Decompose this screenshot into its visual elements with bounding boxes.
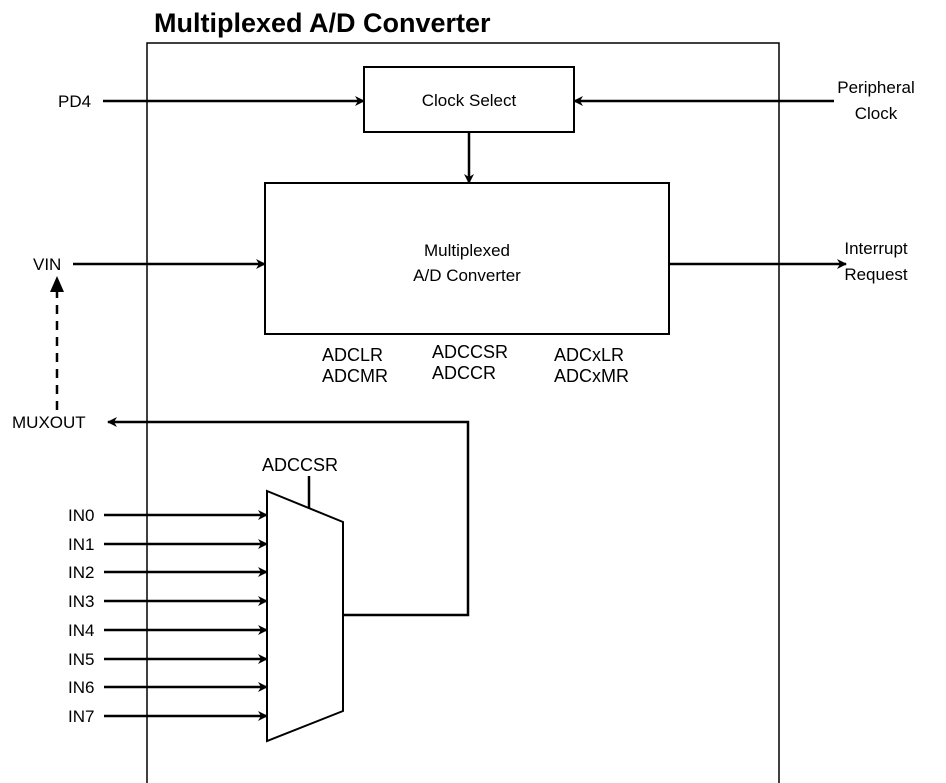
pd4-label: PD4 [58, 92, 91, 111]
adc-block [264, 182, 670, 335]
clock-select-label: Clock Select [422, 91, 517, 110]
register-adccr: ADCCR [432, 363, 496, 383]
clock-select-block [363, 66, 575, 133]
input-label-in5: IN5 [68, 650, 94, 669]
muxout-feedback-line [107, 417, 470, 617]
register-adclr: ADCLR [322, 345, 383, 365]
register-adcmr: ADCMR [322, 366, 388, 386]
vin-label: VIN [33, 255, 61, 274]
input-label-in6: IN6 [68, 678, 94, 697]
mux-control-label: ADCCSR [262, 455, 338, 475]
muxout-to-vin-arrowhead [50, 276, 64, 292]
register-adcxlr: ADCxLR [554, 345, 624, 365]
register-adccsr: ADCCSR [432, 342, 508, 362]
peripheral-clock-label-line1: Peripheral [837, 78, 915, 97]
muxout-label: MUXOUT [12, 413, 86, 432]
input-label-in3: IN3 [68, 592, 94, 611]
register-adcxmr: ADCxMR [554, 366, 629, 386]
peripheral-frame [146, 42, 780, 783]
diagram-title: Multiplexed A/D Converter [154, 8, 491, 38]
input-label-in7: IN7 [68, 707, 94, 726]
adc-label-line1: Multiplexed [424, 241, 510, 260]
input-label-in0: IN0 [68, 506, 94, 525]
adc-label-line2: A/D Converter [413, 266, 521, 285]
input-label-in1: IN1 [68, 535, 94, 554]
peripheral-clock-label-line2: Clock [855, 104, 898, 123]
multiplexer [266, 489, 344, 743]
input-label-in2: IN2 [68, 563, 94, 582]
interrupt-label-line1: Interrupt [844, 239, 908, 258]
input-label-in4: IN4 [68, 621, 94, 640]
interrupt-label-line2: Request [844, 265, 908, 284]
